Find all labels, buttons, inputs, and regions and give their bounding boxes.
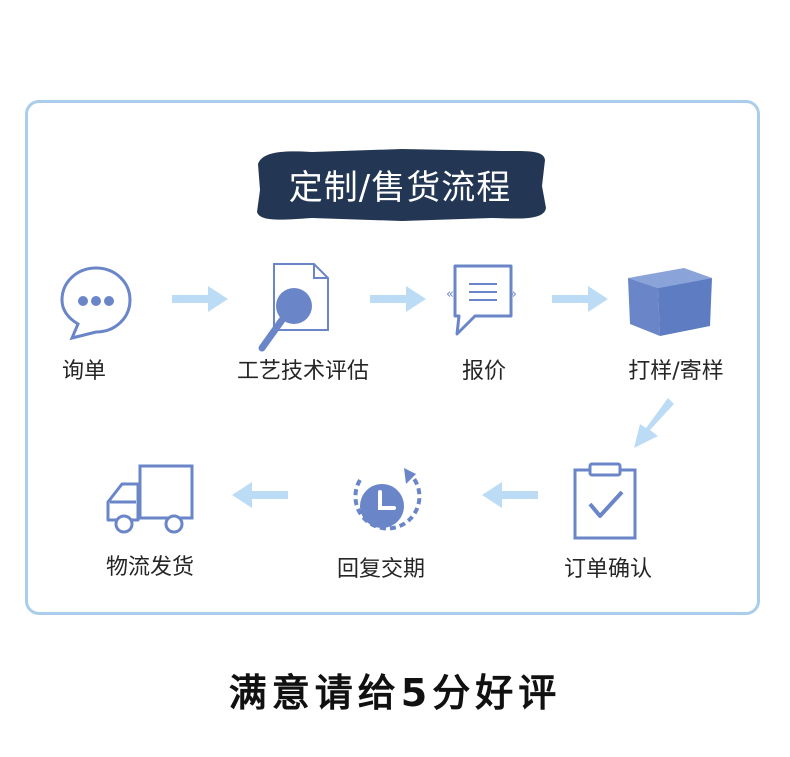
- arrow-right-icon: [552, 286, 608, 312]
- svg-text:«: «: [446, 287, 454, 302]
- step-shipping: [104, 462, 196, 538]
- title-brush-shape: [257, 149, 546, 221]
- step-label-delivery-date: 回复交期: [336, 557, 425, 582]
- step-label-tech-evaluation: 工艺技术评估: [236, 359, 369, 384]
- step-order-confirm: [570, 462, 640, 542]
- step-label-order-confirm: 订单确认: [563, 557, 652, 582]
- arrow-right-icon: [172, 286, 228, 312]
- clock-refresh-icon: [353, 468, 422, 531]
- title-banner: 定制/售货流程: [252, 146, 548, 226]
- delivery-truck-icon: [106, 464, 194, 534]
- step-tech-evaluation: [256, 262, 330, 356]
- chat-bubble-icon: [60, 266, 132, 341]
- step-delivery-date: [342, 462, 426, 546]
- step-sampling: [624, 264, 716, 340]
- svg-text:»: »: [509, 287, 517, 302]
- quote-message-icon: « »: [446, 264, 517, 336]
- step-label-sampling: 打样/寄样: [628, 359, 724, 384]
- step-quotation: « »: [443, 262, 523, 338]
- step-inquiry: [58, 264, 134, 344]
- arrow-left-icon: [232, 482, 288, 508]
- arrow-right-icon: [370, 286, 426, 312]
- flow-title: 定制/售货流程: [288, 167, 512, 208]
- clipboard-check-icon: [573, 462, 637, 540]
- step-label-inquiry: 询单: [61, 359, 106, 384]
- arrow-down-left-icon: [634, 398, 674, 448]
- step-label-shipping: 物流发货: [105, 555, 194, 580]
- arrow-left-icon: [482, 482, 538, 508]
- step-label-quotation: 报价: [461, 359, 506, 384]
- document-search-icon: [258, 263, 329, 352]
- rating-request: 满意请给5分好评: [228, 671, 562, 715]
- flow-frame: [25, 100, 760, 615]
- cube-icon: [628, 268, 712, 336]
